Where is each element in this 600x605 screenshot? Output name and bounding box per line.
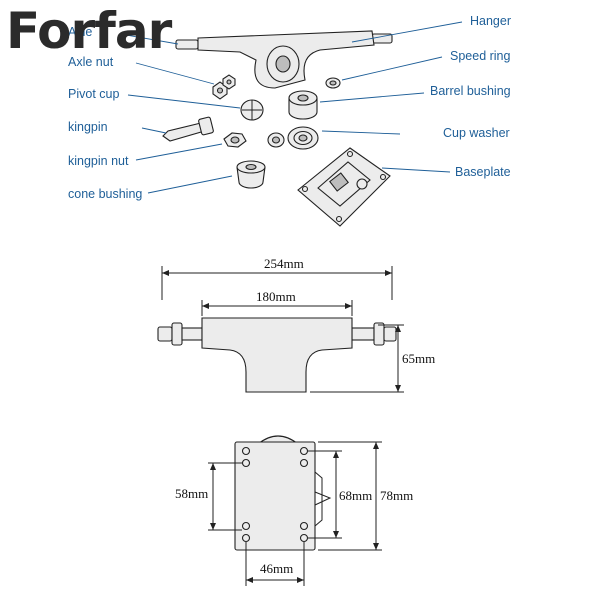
part-labels: Axle Axle nut Pivot cup kingpin kingpin … [68,14,511,201]
baseplate-top-view: 58mm 68mm 78mm 46mm [175,435,413,586]
label-hanger: Hanger [470,14,511,28]
cone-bushing-part [236,160,266,189]
dim-hole-spacing-long: 68mm [339,488,372,503]
label-axle: Axle [68,25,92,39]
hanger-part [175,30,393,89]
label-axle-nut: Axle nut [68,55,114,69]
exploded-view: Axle Axle nut Pivot cup kingpin kingpin … [68,14,511,227]
dim-overall-width: 254mm [264,256,304,271]
baseplate-part [297,147,391,227]
axle-left-end [175,39,199,50]
label-kingpin-nut: kingpin nut [68,154,129,168]
dim-height: 65mm [402,351,435,366]
dim-hole-spacing-short: 58mm [175,486,208,501]
kingpin-part [162,116,214,142]
speed-ring-part [325,77,341,89]
label-barrel-bushing: Barrel bushing [430,84,511,98]
hanger-pivot-hole [275,55,291,73]
label-cup-washer: Cup washer [443,126,510,140]
pivot-cup-part [240,99,264,121]
dim-hole-spacing-width: 46mm [260,561,293,576]
label-cone-bushing: cone bushing [68,187,142,201]
label-kingpin: kingpin [68,120,108,134]
brand-watermark: Forfar [6,2,172,60]
label-pivot-cup: Pivot cup [68,87,119,101]
dim-baseplate-length: 78mm [380,488,413,503]
label-speed-ring: Speed ring [450,49,511,63]
small-washer-part [267,132,285,148]
plate-outline [234,441,316,551]
front-hanger-body [201,317,353,393]
front-view: 254mm 180mm 65mm [157,256,435,393]
dim-hanger-width: 180mm [256,289,296,304]
axle-nut-part [212,74,236,100]
cup-washer-part [287,126,319,150]
leader-lines [119,21,463,194]
kingpin-nut-part [223,132,247,148]
label-baseplate: Baseplate [455,165,511,179]
barrel-bushing-part [288,90,318,120]
